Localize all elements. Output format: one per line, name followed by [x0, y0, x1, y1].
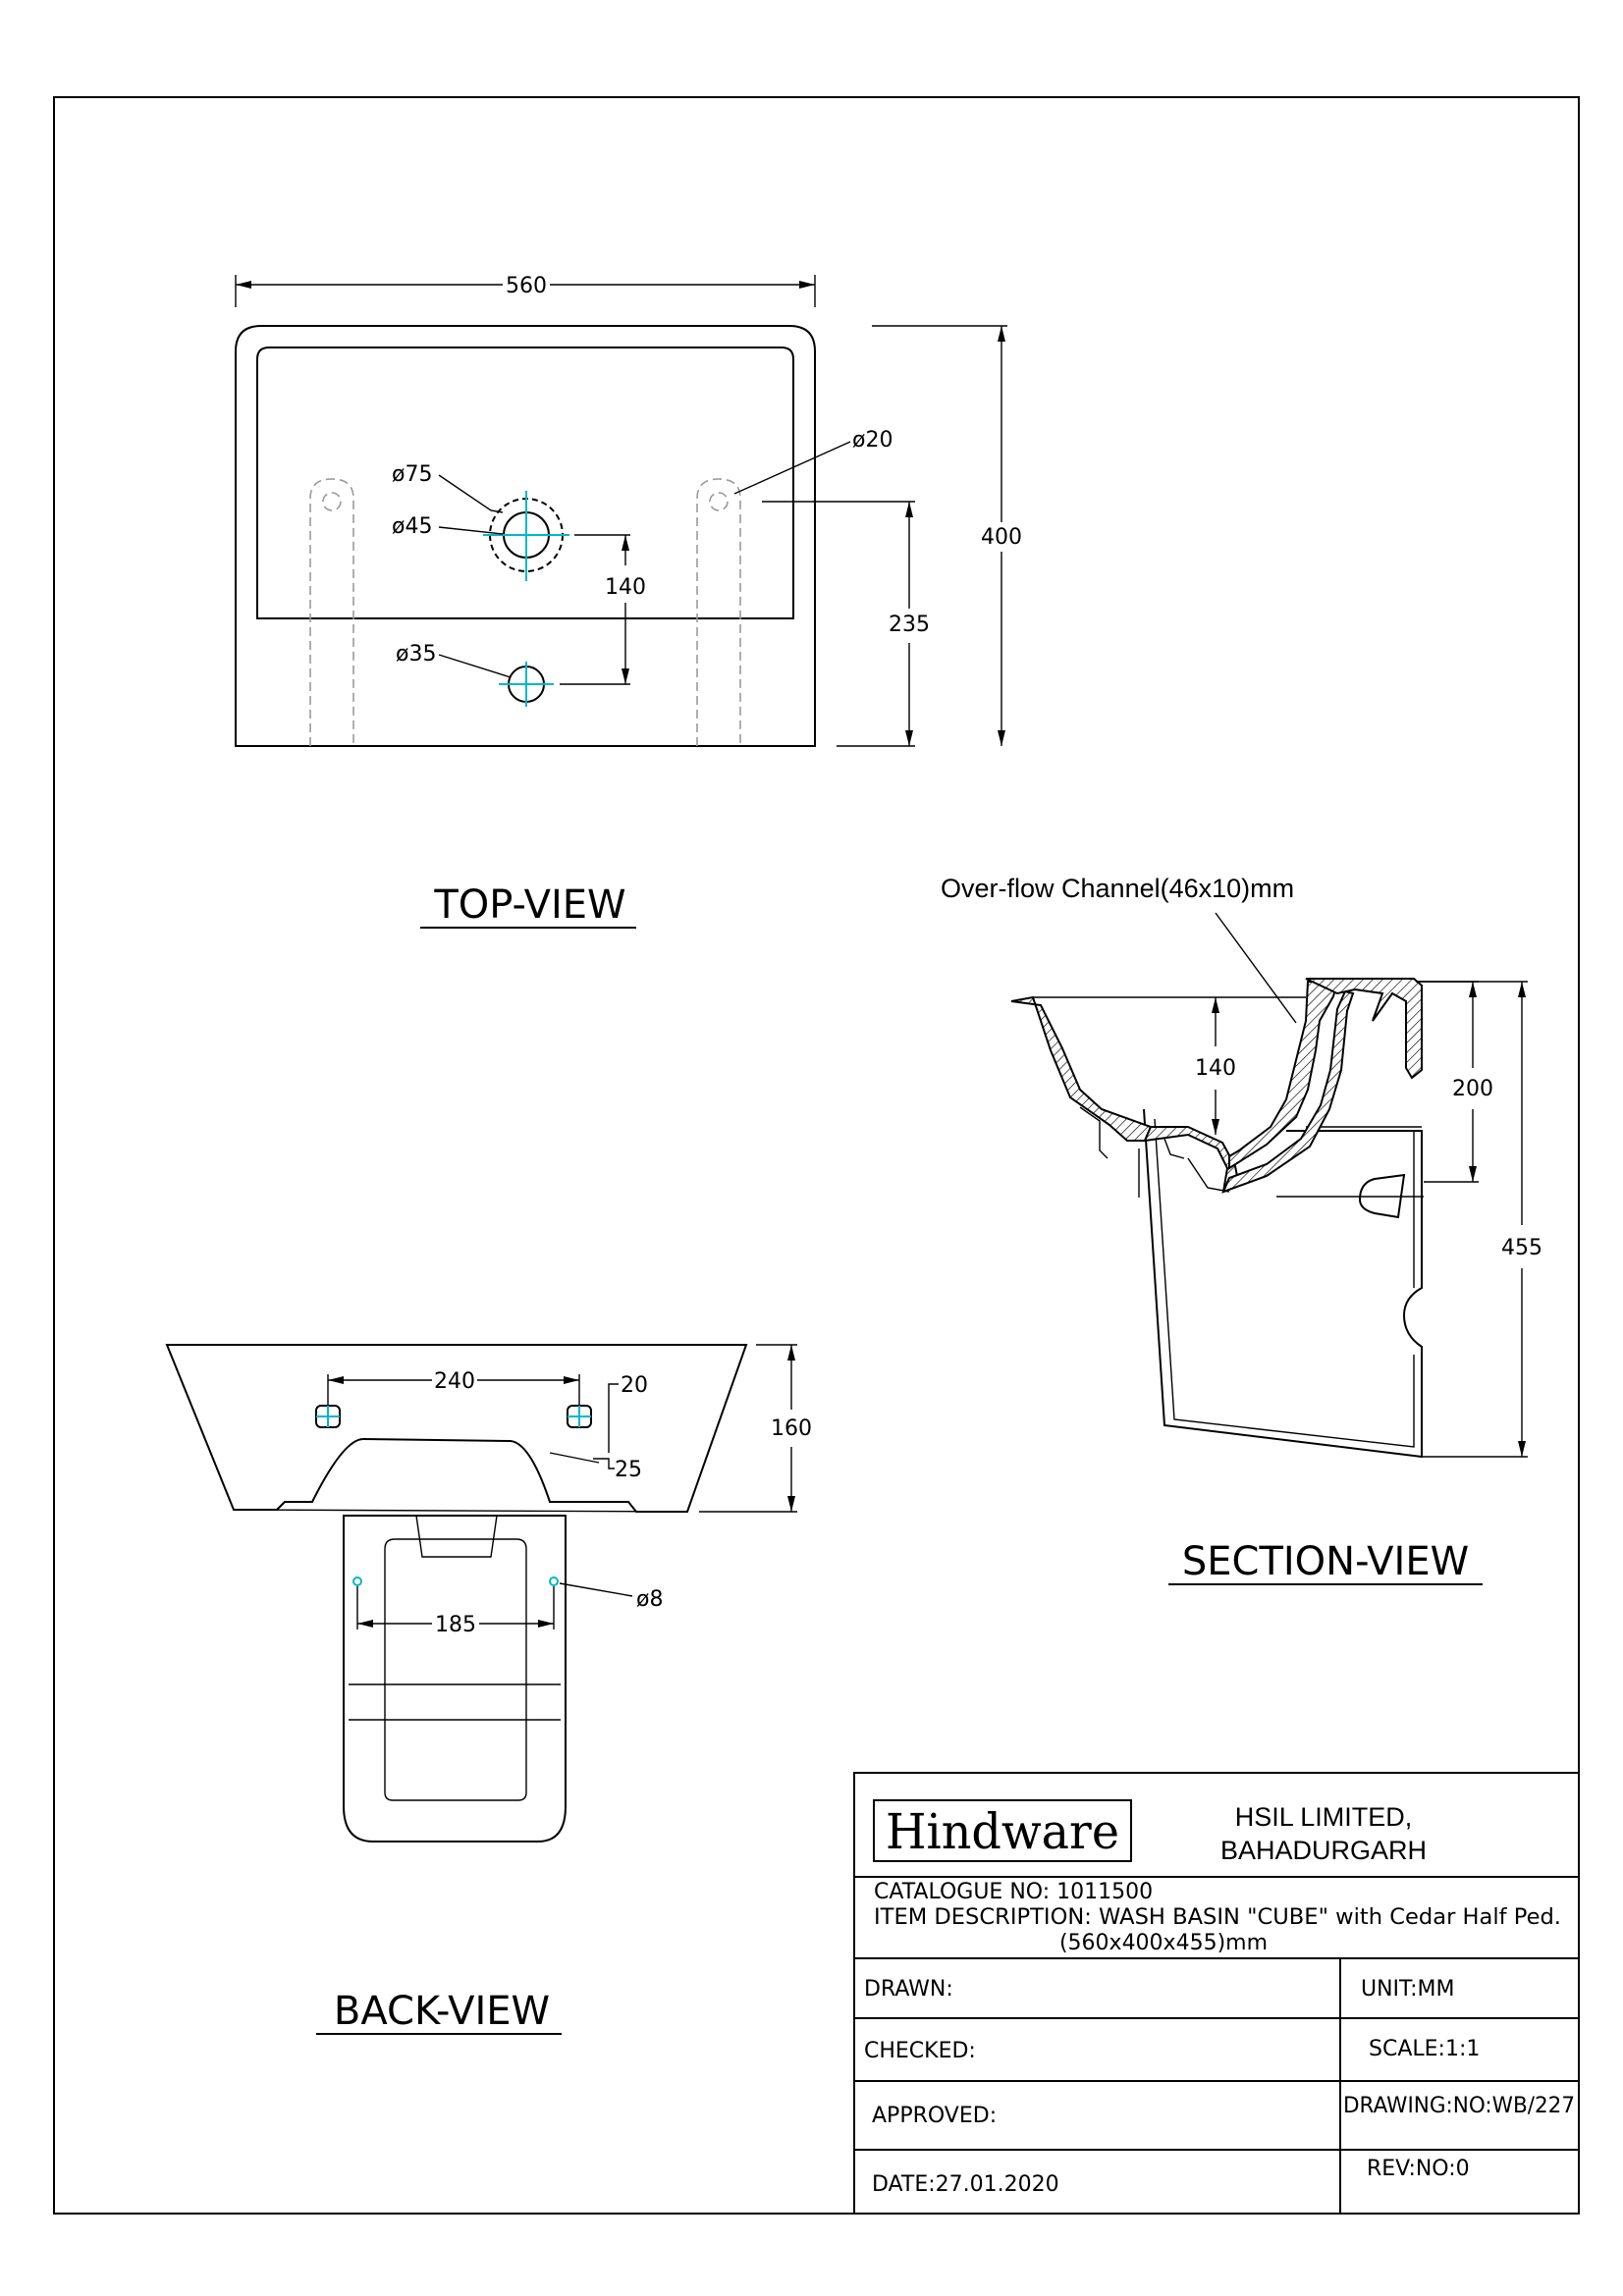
dim-depth-400: 400 [981, 525, 1022, 550]
basin-cut-rear [1305, 978, 1423, 1080]
unit-field: UNIT:MM [1361, 1977, 1454, 2002]
company-line-1: HSIL LIMITED, [1235, 1802, 1413, 1832]
section-view-title: SECTION-VIEW [1182, 1539, 1469, 1584]
sheet-border [53, 96, 1580, 2215]
back-view: 240 20 25 160 ø8 185 BACK-VIEW [165, 1344, 812, 2035]
scale-field: SCALE:1:1 [1369, 2037, 1480, 2061]
dim-25: 25 [615, 1458, 642, 1482]
basin-cut-left [1010, 995, 1153, 1142]
pedestal-back-outline [343, 1515, 567, 1842]
label-d35: ø35 [396, 642, 436, 667]
back-view-title: BACK-VIEW [334, 1989, 550, 2034]
label-d20: ø20 [852, 428, 893, 453]
rev-field: REV:NO:0 [1367, 2157, 1470, 2181]
overflow-channel-cut [1228, 981, 1339, 1170]
basin-bowl-outline [256, 347, 794, 619]
dim-bowl-depth-140: 140 [1195, 1056, 1236, 1081]
checked-field: CHECKED: [864, 2039, 976, 2063]
dim-200: 200 [1452, 1077, 1493, 1101]
dim-tap-spacing-140: 140 [605, 575, 646, 600]
drawing-no-field: DRAWING:NO:WB/227 [1343, 2094, 1575, 2118]
top-view: 560 ø75 ø45 ø35 ø20 140 [235, 274, 1022, 929]
date-field: DATE:27.01.2020 [872, 2172, 1059, 2197]
item-size: (560x400x455)mm [1059, 1931, 1268, 1955]
label-d45: ø45 [392, 514, 432, 539]
catalogue-no: CATALOGUE NO: 1011500 [874, 1880, 1153, 1904]
hindware-logo: Hindware [886, 1803, 1119, 1860]
dim-235: 235 [889, 613, 930, 637]
label-d8: ø8 [636, 1587, 663, 1612]
pedestal-section [1143, 1108, 1423, 1459]
basin-back-outline [165, 1344, 748, 1513]
top-view-title: TOP-VIEW [433, 882, 625, 928]
overflow-channel-note: Over-flow Channel(46x10)mm [941, 874, 1294, 903]
dim-185: 185 [435, 1613, 476, 1637]
section-view: Over-flow Channel(46x10)mm 140 200 [941, 874, 1542, 1585]
logo-box [873, 1799, 1132, 1862]
title-block: Hindware HSIL LIMITED, BAHADURGARH CATAL… [853, 1772, 1580, 2215]
approved-field: APPROVED: [872, 2104, 997, 2128]
dim-160: 160 [771, 1416, 812, 1441]
dim-total-455: 455 [1501, 1236, 1542, 1260]
item-description: ITEM DESCRIPTION: WASH BASIN "CUBE" with… [874, 1905, 1561, 1930]
basin-outline [235, 325, 816, 747]
dim-20: 20 [621, 1373, 648, 1398]
dim-240: 240 [434, 1369, 475, 1394]
drawn-field: DRAWN: [864, 1977, 953, 2002]
dim-width-560: 560 [506, 274, 547, 298]
label-d75: ø75 [392, 462, 432, 487]
company-line-2: BAHADURGARH [1220, 1836, 1427, 1865]
